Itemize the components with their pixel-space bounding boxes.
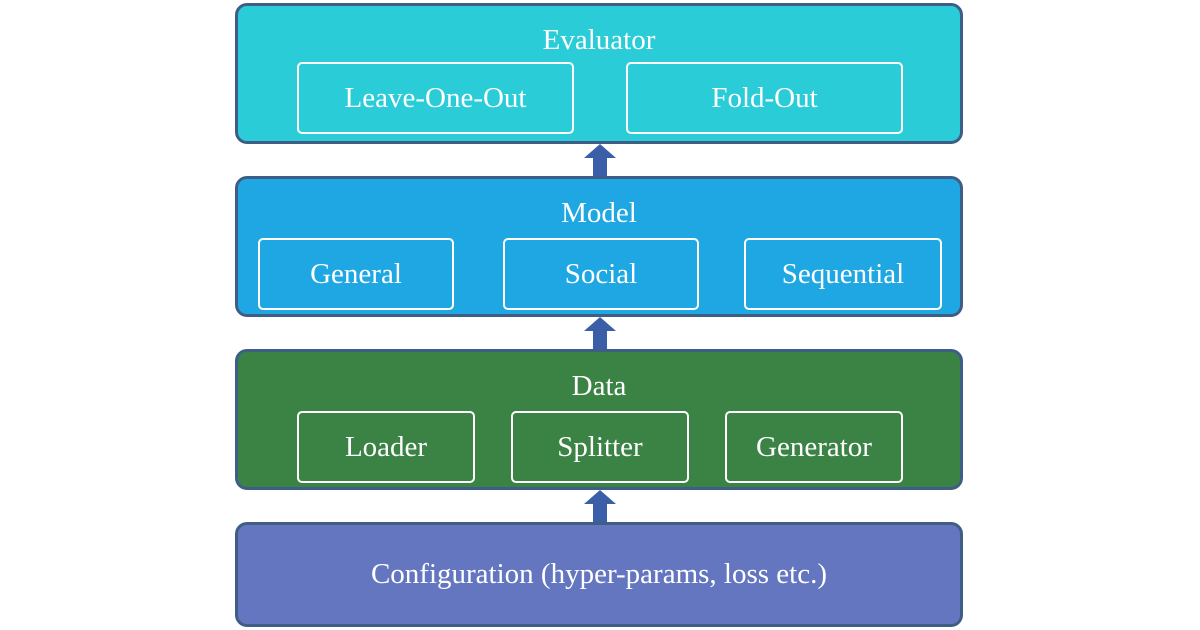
configuration-layer: Configuration (hyper-params, loss etc.) bbox=[235, 522, 963, 627]
configuration-label: Configuration (hyper-params, loss etc.) bbox=[370, 558, 828, 590]
splitter-box: Splitter bbox=[511, 411, 689, 483]
general-box: General bbox=[258, 238, 454, 310]
arrow-model-to-evaluator bbox=[584, 144, 616, 176]
social-box: Social bbox=[503, 238, 699, 310]
model-title: Model bbox=[561, 197, 637, 229]
data-layer: Data Loader Splitter Generator bbox=[235, 349, 963, 490]
generator-box: Generator bbox=[725, 411, 903, 483]
model-layer: Model General Social Sequential bbox=[235, 176, 963, 317]
fold-out-box: Fold-Out bbox=[626, 62, 903, 134]
sequential-box: Sequential bbox=[744, 238, 942, 310]
evaluator-layer: Evaluator Leave-One-Out Fold-Out bbox=[235, 3, 963, 144]
arrow-config-to-data bbox=[584, 490, 616, 522]
evaluator-title: Evaluator bbox=[542, 24, 656, 56]
data-title: Data bbox=[571, 370, 627, 402]
loader-box: Loader bbox=[297, 411, 475, 483]
leave-one-out-box: Leave-One-Out bbox=[297, 62, 574, 134]
arrow-data-to-model bbox=[584, 317, 616, 349]
